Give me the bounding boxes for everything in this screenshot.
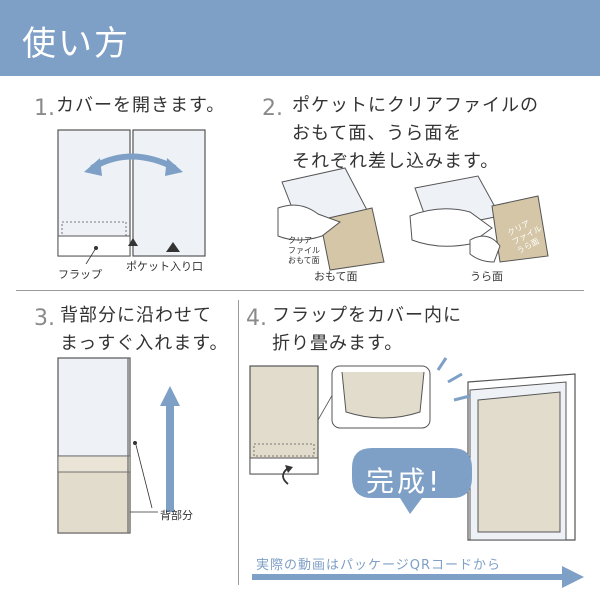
- step2-line-2: おもて面、うら面を: [292, 123, 463, 144]
- step1-line-1: カバーを開きます。: [56, 95, 226, 116]
- front-side-label: おもて面: [314, 270, 358, 283]
- divider-horizontal: [16, 290, 584, 291]
- step1-text: カバーを開きます。: [56, 92, 225, 120]
- step3-number: 3.: [34, 306, 55, 331]
- complete-bubble-text: 完成!: [366, 465, 443, 498]
- spine-label: 背部分: [160, 509, 193, 522]
- page-title: 使い方: [22, 24, 130, 64]
- step1-number: 1.: [34, 96, 55, 121]
- step2-text: ポケットにクリアファイルの おもて面、うら面を それぞれ差し込みます。: [292, 92, 539, 176]
- footer-arrow: [252, 566, 584, 588]
- step3-line-1: 背部分に沿わせて: [60, 305, 212, 326]
- step2-line-1: ポケットにクリアファイルの: [292, 95, 539, 116]
- footer-video-link[interactable]: 実際の動画はパッケージQRコードから: [256, 558, 502, 573]
- step1-cover-illustration: [57, 129, 206, 265]
- pocket-label: ポケット入り口: [126, 260, 203, 273]
- step3-spine-illustration: [57, 357, 180, 534]
- step2-line-3: それぞれ差し込みます。: [292, 151, 500, 172]
- step4-line-2: 折り畳みます。: [272, 333, 404, 354]
- step2-number: 2.: [262, 96, 283, 121]
- step4-text: フラップをカバー内に 折り畳みます。: [272, 302, 462, 358]
- flap-label: フラップ: [58, 268, 102, 281]
- step4-fold-illustration: [249, 357, 576, 541]
- divider-vertical: [238, 300, 239, 585]
- step4-number: 4.: [246, 306, 267, 331]
- step3-line-2: まっすぐ入れます。: [60, 333, 229, 354]
- back-side-label: うら面: [470, 270, 503, 283]
- clear-file-front-label: クリア ファイル おもて面: [288, 236, 320, 265]
- step4-line-1: フラップをカバー内に: [272, 305, 462, 326]
- step2-insert-illustration: [277, 167, 549, 271]
- step3-text: 背部分に沿わせて まっすぐ入れます。: [60, 302, 228, 358]
- header-bar: 使い方: [0, 0, 600, 76]
